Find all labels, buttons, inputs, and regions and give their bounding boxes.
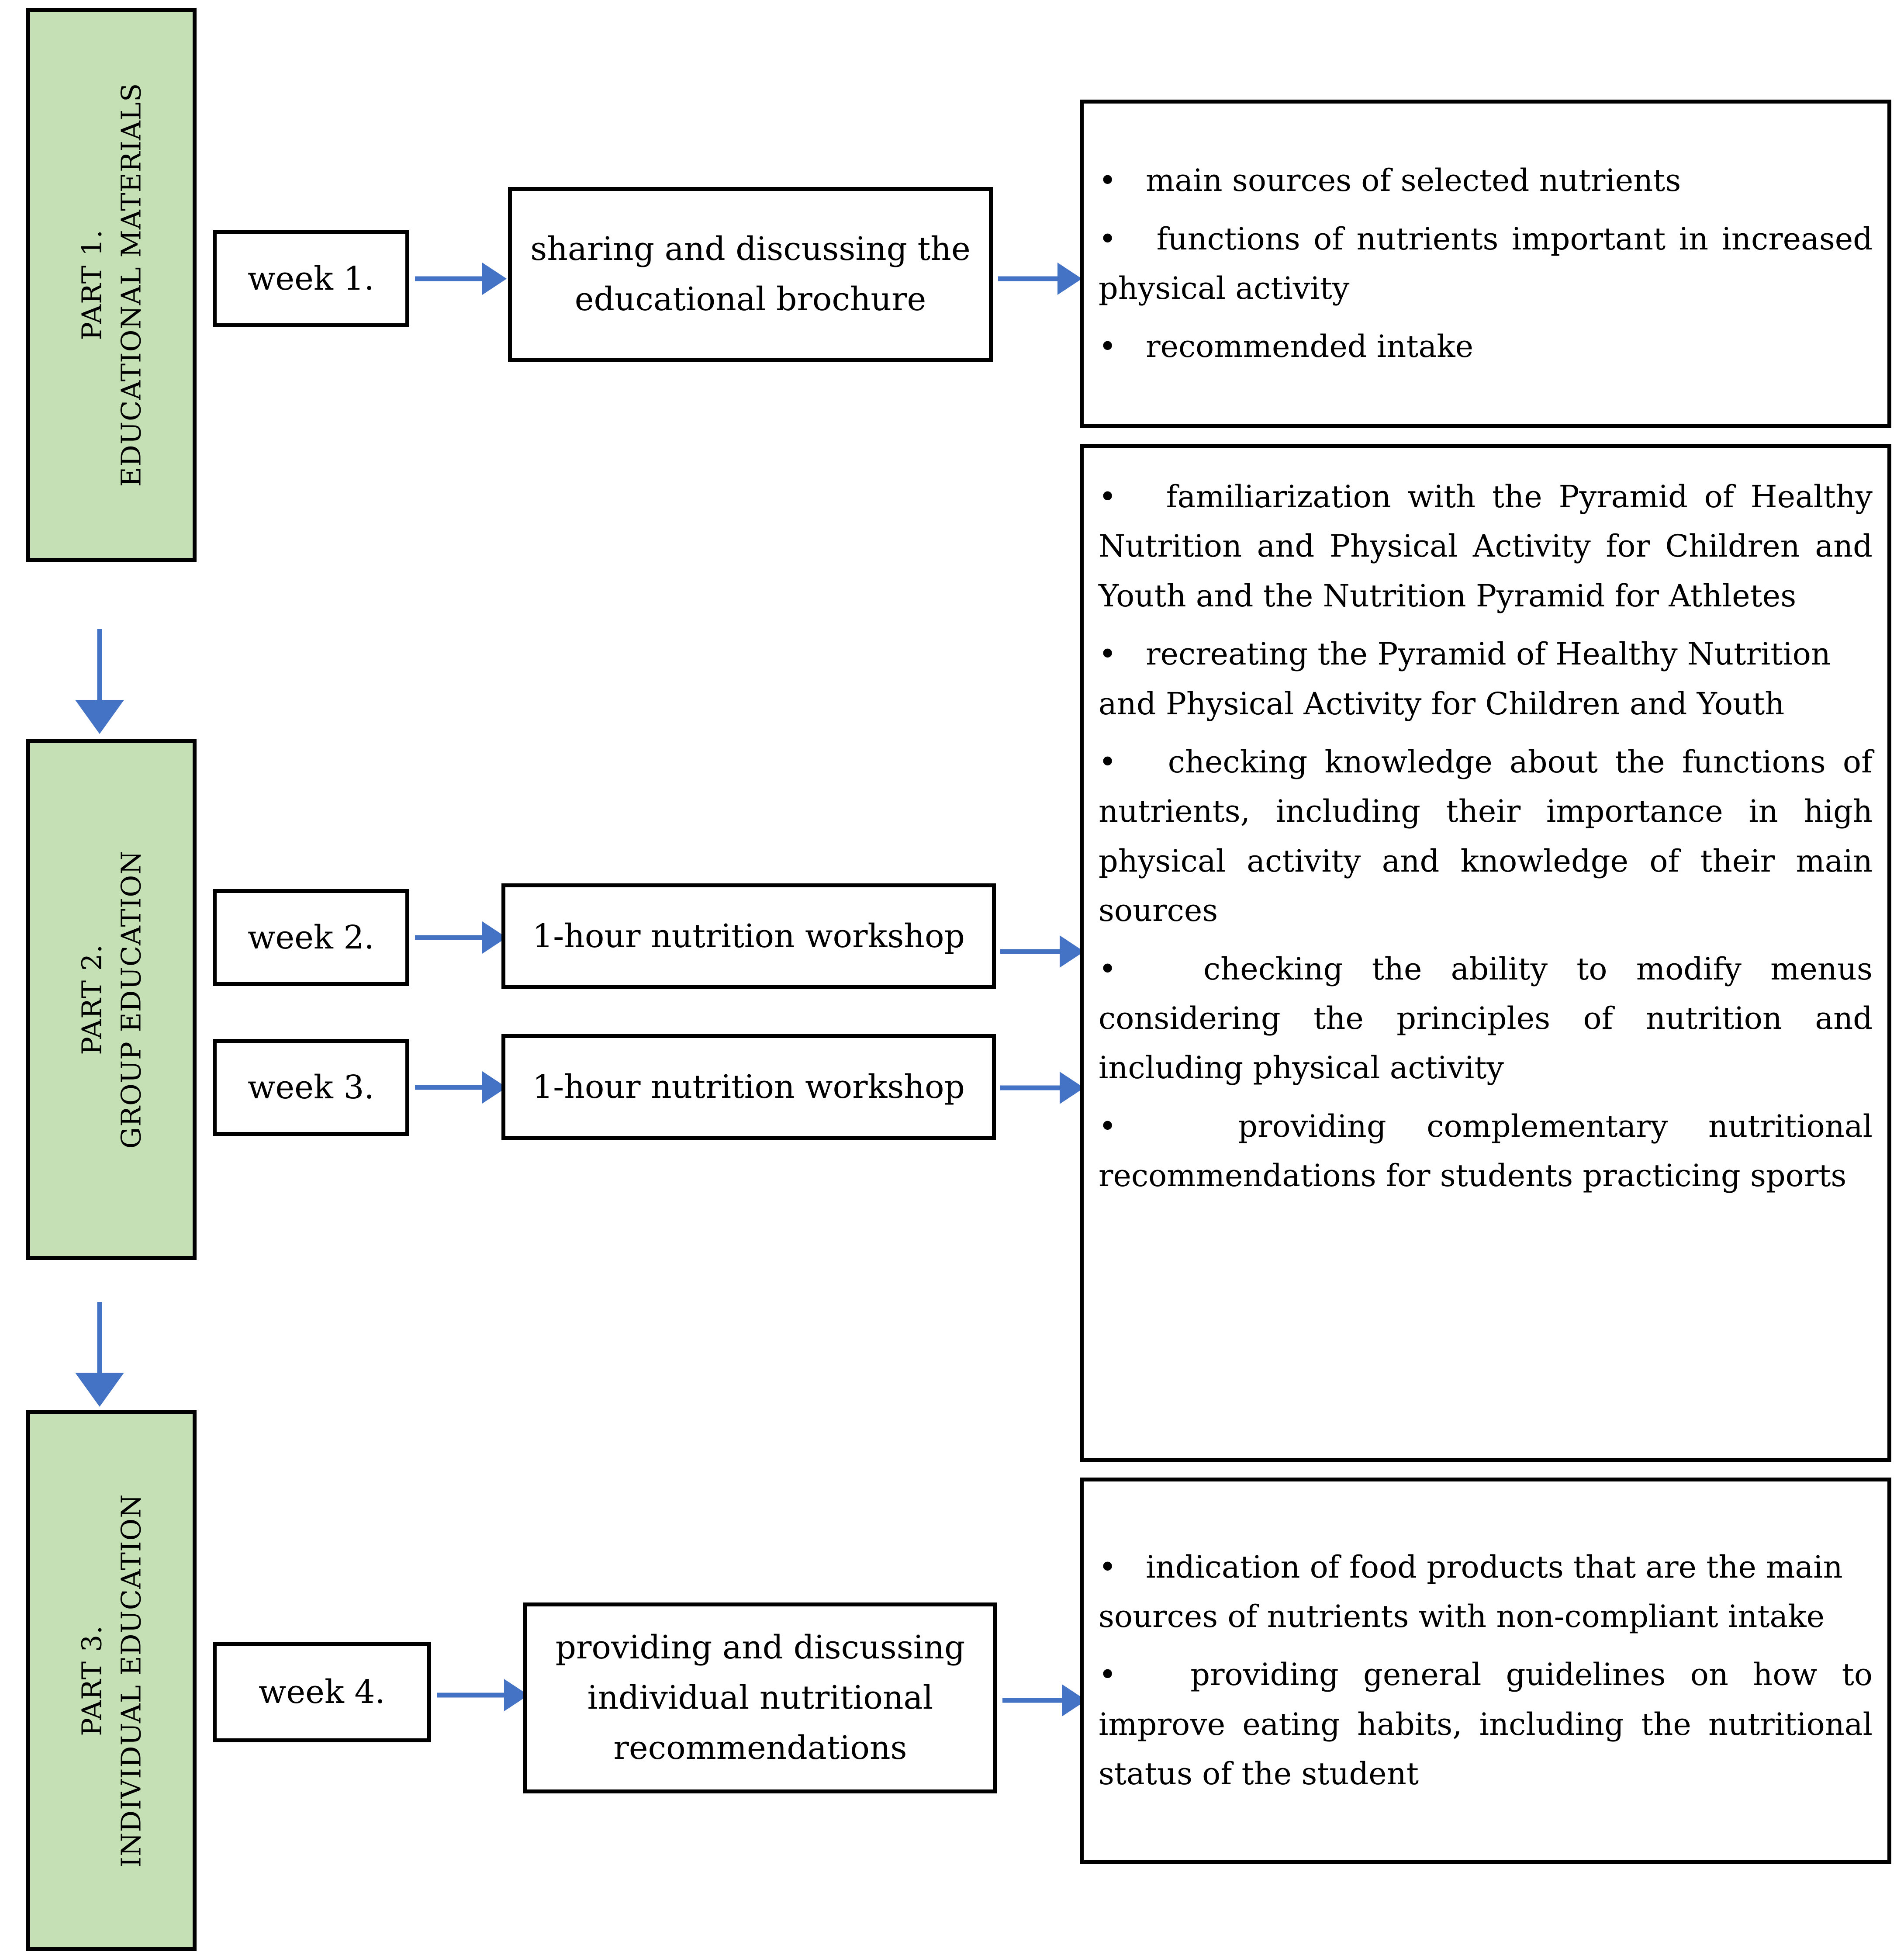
activity-3-box[interactable]: 1-hour nutrition workshop <box>501 1034 996 1140</box>
activity-2-box[interactable]: 1-hour nutrition workshop <box>501 883 996 989</box>
bullet-icon: • <box>1099 744 1151 780</box>
outcomes-box-part-2: • familiarization with the Pyramid of He… <box>1080 444 1891 1462</box>
outcome-bullet-text: recommended intake <box>1146 329 1474 365</box>
part-1-label-line2: EDUCATIONAL MATERIALS <box>115 83 147 487</box>
outcome-bullet-text: familiarization with the Pyramid of Heal… <box>1099 479 1873 614</box>
part-1-label-group: PART 1. EDUCATIONAL MATERIALS <box>72 83 151 487</box>
arrow-shaft <box>437 1692 504 1698</box>
outcome-bullet-text: indication of food products that are the… <box>1099 1549 1843 1634</box>
bullet-icon: • <box>1099 479 1150 515</box>
part-panel-3: PART 3. INDIVIDUAL EDUCATION <box>26 1410 197 1951</box>
outcome-bullet-text: providing general guidelines on how to i… <box>1099 1657 1873 1792</box>
outcome-bullet: • main sources of selected nutrients <box>1099 156 1873 205</box>
outcome-bullet: • checking the ability to modify menus c… <box>1099 945 1873 1093</box>
activity-4-box[interactable]: providing and discussing individual nutr… <box>523 1602 997 1793</box>
activity-4-label: providing and discussing individual nutr… <box>555 1629 965 1767</box>
connector-arrowhead <box>75 1373 124 1407</box>
arrow-shaft <box>415 276 482 281</box>
arrow-shaft <box>998 276 1057 281</box>
activity-1-label: sharing and discussing the educational b… <box>530 230 971 318</box>
week-1-label: week 1. <box>248 260 374 298</box>
outcome-bullet-text: checking the ability to modify menus con… <box>1099 951 1873 1086</box>
bullet-icon: • <box>1099 163 1136 199</box>
outcome-bullet: • recreating the Pyramid of Healthy Nutr… <box>1099 630 1873 729</box>
outcomes-box-part-1: • main sources of selected nutrients • f… <box>1080 100 1891 428</box>
part-1-label-line1: PART 1. <box>76 229 108 340</box>
part-2-label-group: PART 2. GROUP EDUCATION <box>72 851 151 1149</box>
bullet-icon: • <box>1099 951 1175 987</box>
outcome-bullet: • recommended intake <box>1099 322 1873 371</box>
week-4-box[interactable]: week 4. <box>213 1642 431 1742</box>
outcome-bullet: • providing complementary nutritional re… <box>1099 1102 1873 1201</box>
activity-3-label: 1-hour nutrition workshop <box>532 1068 965 1106</box>
outcome-bullet: • checking knowledge about the functions… <box>1099 737 1873 936</box>
connector-arrowhead <box>75 700 124 734</box>
outcome-bullet-text: recreating the Pyramid of Healthy Nutrit… <box>1099 636 1831 722</box>
outcome-bullet: • providing general guidelines on how to… <box>1099 1650 1873 1799</box>
outcome-bullet-text: checking knowledge about the functions o… <box>1099 744 1873 929</box>
outcome-bullet: • functions of nutrients important in in… <box>1099 215 1873 314</box>
outcome-bullet-text: functions of nutrients important in incr… <box>1099 221 1873 306</box>
outcome-bullet: • familiarization with the Pyramid of He… <box>1099 472 1873 621</box>
week-4-label: week 4. <box>259 1673 385 1711</box>
outcome-bullet-text: main sources of selected nutrients <box>1146 163 1681 199</box>
connector-shaft <box>97 1302 102 1373</box>
part-3-label-group: PART 3. INDIVIDUAL EDUCATION <box>72 1494 151 1868</box>
outcomes-box-part-3: • indication of food products that are t… <box>1080 1478 1891 1864</box>
part-2-label-line2: GROUP EDUCATION <box>115 850 147 1149</box>
connector-shaft <box>97 629 102 700</box>
arrow-arrowhead <box>482 263 507 295</box>
activity-2-label: 1-hour nutrition workshop <box>532 917 965 955</box>
bullet-icon: • <box>1099 1657 1166 1693</box>
part-2-label-line1: PART 2. <box>76 944 108 1055</box>
week-3-box[interactable]: week 3. <box>213 1039 409 1136</box>
week-1-box[interactable]: week 1. <box>213 230 409 327</box>
week-3-label: week 3. <box>248 1068 374 1106</box>
part-3-label-line1: PART 3. <box>76 1625 108 1736</box>
bullet-icon: • <box>1099 1549 1136 1585</box>
arrow-shaft <box>1002 1698 1062 1703</box>
bullet-icon: • <box>1099 636 1136 672</box>
arrow-shaft <box>415 1085 482 1090</box>
bullet-icon: • <box>1099 329 1136 365</box>
outcome-bullet: • indication of food products that are t… <box>1099 1543 1873 1642</box>
part-3-label-line2: INDIVIDUAL EDUCATION <box>115 1494 147 1868</box>
bullet-icon: • <box>1099 1108 1198 1144</box>
activity-1-box[interactable]: sharing and discussing the educational b… <box>508 187 993 362</box>
arrow-shaft <box>1000 1085 1060 1090</box>
part-panel-2: PART 2. GROUP EDUCATION <box>26 739 197 1260</box>
arrow-shaft <box>1000 949 1060 954</box>
bullet-icon: • <box>1099 221 1144 257</box>
outcome-bullet-text: providing complementary nutritional reco… <box>1099 1108 1873 1194</box>
part-panel-1: PART 1. EDUCATIONAL MATERIALS <box>26 8 197 562</box>
week-2-label: week 2. <box>248 918 374 956</box>
week-2-box[interactable]: week 2. <box>213 889 409 986</box>
arrow-shaft <box>415 935 482 940</box>
arrow-arrowhead <box>1057 263 1082 295</box>
